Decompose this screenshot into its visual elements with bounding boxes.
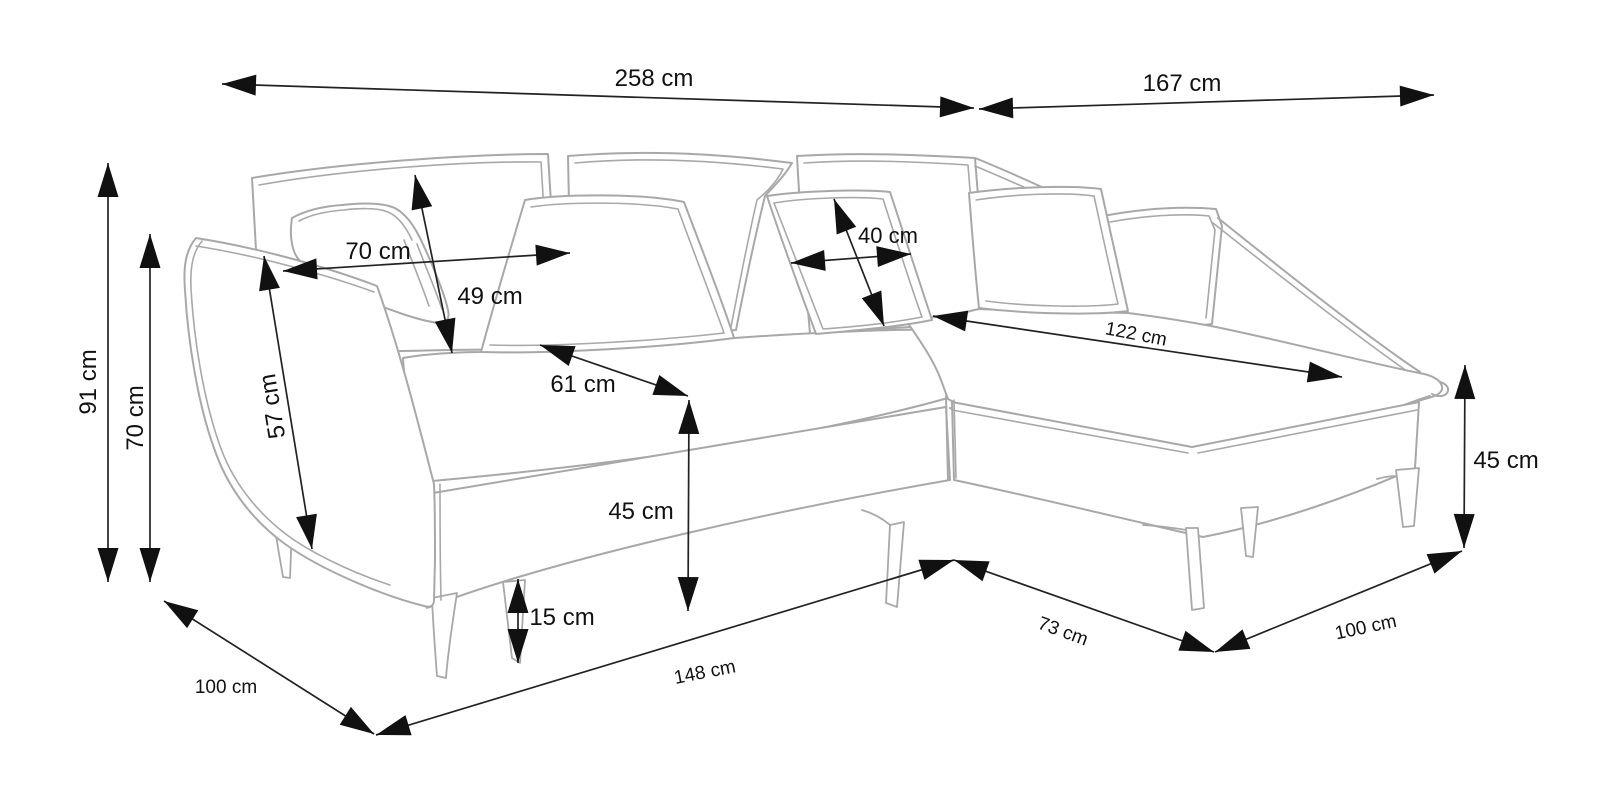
svg-text:61 cm: 61 cm — [550, 371, 615, 398]
svg-text:91 cm: 91 cm — [75, 349, 102, 414]
svg-text:45 cm: 45 cm — [1473, 447, 1538, 474]
svg-text:100 cm: 100 cm — [195, 677, 257, 698]
svg-text:15 cm: 15 cm — [529, 604, 594, 631]
svg-text:70 cm: 70 cm — [345, 238, 410, 265]
svg-text:40 cm: 40 cm — [858, 223, 918, 248]
svg-text:70 cm: 70 cm — [122, 385, 149, 450]
svg-text:258 cm: 258 cm — [615, 65, 694, 92]
svg-text:45 cm: 45 cm — [608, 498, 673, 525]
svg-text:49 cm: 49 cm — [457, 283, 522, 310]
svg-text:167 cm: 167 cm — [1143, 70, 1222, 97]
